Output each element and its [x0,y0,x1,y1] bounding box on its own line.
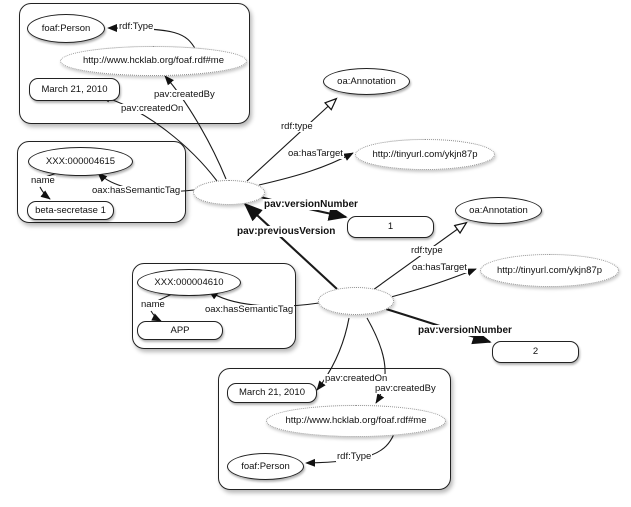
class-node-foaf-person-2: foaf:Person [227,453,304,480]
literal-node-label: beta-secretase 1 [35,204,106,216]
uri-node-creator-1: http://www.hcklab.org/foaf.rdf#me [60,46,247,76]
edge-has-target-1 [258,152,354,186]
blank-node-annotation-1 [193,180,265,205]
class-node-label: oa:Annotation [337,75,396,87]
edge-name-1b [39,186,51,200]
uri-node-label: http://www.hcklab.org/foaf.rdf#me [83,55,224,67]
uri-node-label: http://tinyurl.com/ykjn87p [496,264,603,276]
edge-label-previous-version: pav:previousVersion [236,226,337,237]
class-node-label: oa:Annotation [469,204,528,216]
edge-label-rdf-type-box1: rdf:Type [118,21,155,33]
edge-label-version-number-1: pav:versionNumber [263,199,359,210]
edge-label-created-on-2: pav:createdOn [324,373,389,385]
edge-label-created-by-1: pav:createdBy [153,89,216,101]
edge-label-name-2: name [140,299,166,311]
edge-name-2a [156,293,173,302]
uri-node-label: http://www.hcklab.org/foaf.rdf#me [285,415,427,427]
edge-created-by-2 [366,317,386,404]
literal-node-label: March 21, 2010 [41,83,108,95]
tag-node-4610: XXX:000004610 [137,269,241,296]
blank-node-annotation-2 [318,287,394,315]
uri-node-target-2: http://tinyurl.com/ykjn87p [480,254,619,287]
edge-label-created-by-2: pav:createdBy [374,383,437,395]
literal-node-label: APP [170,324,190,336]
edge-label-created-on-1: pav:createdOn [120,103,185,115]
edge-name-2b [150,310,162,322]
class-node-label: foaf:Person [41,22,91,34]
literal-node-date-2: March 21, 2010 [227,383,317,403]
edge-label-name-1: name [30,175,56,187]
edge-label-rdf-type-2: rdf:type [410,245,444,257]
tag-node-label: XXX:000004610 [154,276,224,288]
literal-node-version-2: 2 [492,341,579,363]
literal-node-date-1: March 21, 2010 [29,78,120,101]
literal-node-beta-secretase: beta-secretase 1 [27,201,114,220]
class-node-foaf-person-1: foaf:Person [27,14,105,43]
literal-node-label: 2 [532,346,539,358]
edge-created-on-1 [100,94,218,182]
edge-previous-version [243,202,338,290]
edge-label-has-semantic-tag-1: oax:hasSemanticTag [91,185,182,197]
uri-node-target-1: http://tinyurl.com/ykjn87p [355,139,495,170]
class-node-oa-annotation-1: oa:Annotation [323,68,410,95]
class-node-label: foaf:Person [241,460,290,472]
edge-created-on-2 [316,317,350,391]
edge-label-has-target-2: oa:hasTarget [411,262,468,274]
literal-node-label: March 21, 2010 [238,387,305,399]
literal-node-app: APP [137,321,223,340]
edge-rdf-type-1 [246,99,336,182]
edge-label-has-target-1: oa:hasTarget [287,148,344,160]
literal-node-version-1: 1 [347,216,434,238]
uri-node-creator-2: http://www.hcklab.org/foaf.rdf#me [266,405,446,437]
literal-node-label: 1 [387,221,394,233]
edge-rdf-type-2 [372,223,466,291]
edge-label-version-number-2: pav:versionNumber [417,325,513,336]
edge-created-by-1 [164,75,227,180]
edge-label-has-semantic-tag-2: oax:hasSemanticTag [204,304,295,316]
edge-label-rdf-type-1: rdf:type [280,121,314,133]
edge-label-rdf-type-box4: rdf:Type [336,451,373,463]
tag-node-4615: XXX:000004615 [28,147,133,176]
class-node-oa-annotation-2: oa:Annotation [455,197,542,224]
tag-node-label: XXX:000004615 [45,155,116,167]
uri-node-label: http://tinyurl.com/ykjn87p [372,148,478,160]
